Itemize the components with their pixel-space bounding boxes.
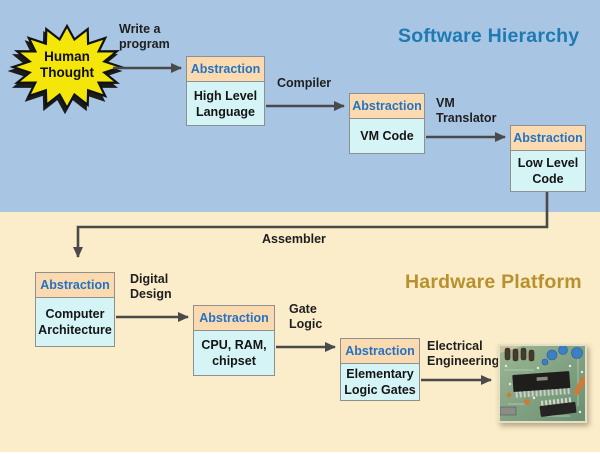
box-elementary-logic-gates: Abstraction Elementary Logic Gates — [340, 338, 420, 401]
box-low-level-code: Abstraction Low Level Code — [510, 125, 586, 192]
abstraction-header: Abstraction — [350, 94, 424, 119]
box-body: Computer Architecture — [38, 307, 112, 337]
circuit-board-illustration — [500, 346, 585, 421]
starburst-shape-icon — [9, 23, 125, 111]
software-hierarchy-title: Software Hierarchy — [398, 25, 580, 47]
box-cpu-ram-chipset: Abstraction CPU, RAM, chipset — [193, 305, 275, 376]
circuit-board-photo — [498, 344, 587, 423]
box-body: Elementary Logic Gates — [344, 367, 416, 397]
electrical-engineering-label: Electrical Engineering — [427, 339, 500, 369]
box-high-level-language: Abstraction High Level Language — [186, 56, 265, 126]
assembler-label: Assembler — [262, 232, 326, 246]
box-body: CPU, RAM, chipset — [201, 338, 267, 368]
abstraction-header: Abstraction — [187, 57, 264, 82]
abstraction-header: Abstraction — [36, 273, 114, 298]
compiler-label: Compiler — [277, 76, 332, 90]
box-computer-architecture: Abstraction Computer Architecture — [35, 272, 115, 347]
digital-design-label: Digital Design — [130, 272, 172, 302]
human-thought-label: Human Thought — [40, 49, 94, 81]
box-body: VM Code — [360, 129, 414, 143]
write-program-label: Write a program — [119, 22, 170, 52]
vm-translator-label: VM Translator — [436, 96, 497, 126]
hardware-platform-title: Hardware Platform — [405, 271, 582, 293]
human-thought-star: Human Thought — [8, 22, 126, 114]
box-body: Low Level Code — [517, 156, 579, 186]
abstraction-header: Abstraction — [341, 339, 419, 364]
abstraction-header: Abstraction — [511, 126, 585, 151]
box-vm-code: Abstraction VM Code — [349, 93, 425, 154]
abstraction-header: Abstraction — [194, 306, 274, 331]
box-body: High Level Language — [193, 88, 258, 119]
gate-logic-label: Gate Logic — [289, 302, 323, 332]
